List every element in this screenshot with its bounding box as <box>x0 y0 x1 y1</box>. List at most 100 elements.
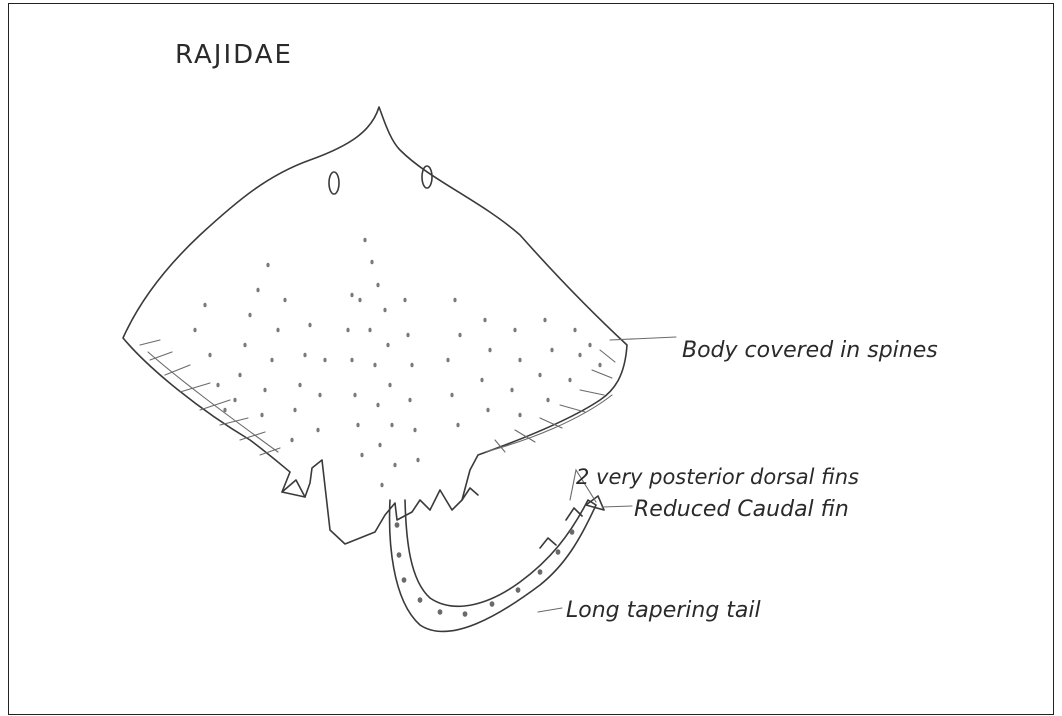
tail-spine-dot <box>402 577 407 583</box>
tail-spine-dot <box>490 601 495 607</box>
spine-dot <box>588 343 591 348</box>
spine-dot <box>373 363 376 368</box>
spine-dot <box>243 343 246 348</box>
spine-dot <box>233 398 236 403</box>
spine-dot <box>248 313 251 318</box>
spine-dot <box>573 328 576 333</box>
spine-dot <box>290 438 293 443</box>
spine-dot <box>216 383 219 388</box>
spine-dot <box>203 303 206 308</box>
spine-dot <box>360 453 363 458</box>
spine-dot <box>368 328 371 333</box>
dorsal-fin-1 <box>540 538 556 548</box>
caudal-fin <box>586 496 604 510</box>
spine-dot <box>513 328 516 333</box>
spine-dot <box>303 353 306 358</box>
tail-spines <box>395 522 575 617</box>
spine-dot <box>208 353 211 358</box>
spine-dot <box>376 403 379 408</box>
spine-dot <box>298 383 301 388</box>
dorsal-fin-2 <box>566 508 582 520</box>
spine-dot <box>486 408 489 413</box>
spine-dot <box>408 398 411 403</box>
caudal-fin-leader <box>602 506 632 507</box>
spine-dot <box>376 283 379 288</box>
label-dorsal-fins: 2 very posterior dorsal fins <box>576 465 859 489</box>
tail-spine-dot <box>516 587 521 593</box>
spine-dot <box>403 298 406 303</box>
spine-dot <box>410 363 413 368</box>
spine-dot <box>518 358 521 363</box>
spine-dot <box>378 443 381 448</box>
spine-dot <box>316 428 319 433</box>
body-spines <box>193 238 601 488</box>
spine-dot <box>453 298 456 303</box>
spine-dot <box>223 408 226 413</box>
spine-dot <box>510 388 513 393</box>
spine-dot <box>350 358 353 363</box>
left-eye <box>329 172 339 194</box>
spine-dot <box>193 328 196 333</box>
spine-dot <box>456 423 459 428</box>
spine-dot <box>238 373 241 378</box>
spine-dot <box>353 393 356 398</box>
spine-dot <box>318 393 321 398</box>
label-tail: Long tapering tail <box>566 598 761 623</box>
spine-dot <box>543 318 546 323</box>
spine-dot <box>358 298 361 303</box>
spine-dot <box>260 413 263 418</box>
fin-rays <box>140 340 615 455</box>
spine-dot <box>598 363 601 368</box>
label-body-spines: Body covered in spines <box>682 338 938 363</box>
spine-dot <box>546 398 549 403</box>
spine-dot <box>550 348 553 353</box>
spine-dot <box>578 353 581 358</box>
spine-dot <box>416 458 419 463</box>
spine-dot <box>346 328 349 333</box>
spine-dot <box>266 263 269 268</box>
right-eye <box>422 166 432 188</box>
tail-spine-dot <box>538 569 543 575</box>
spine-dot <box>276 328 279 333</box>
tail-spine-dot <box>463 611 468 617</box>
spine-dot <box>283 298 286 303</box>
spine-dot <box>380 483 383 488</box>
tail-leader <box>538 608 562 612</box>
spine-dot <box>270 358 273 363</box>
spine-dot <box>383 308 386 313</box>
spine-dot <box>413 428 416 433</box>
spine-dot <box>393 463 396 468</box>
tail-spine-dot <box>438 609 443 615</box>
tail-spine-dot <box>395 522 400 528</box>
spine-dot <box>483 318 486 323</box>
spine-dot <box>386 343 389 348</box>
spine-dot <box>538 373 541 378</box>
spine-dot <box>518 413 521 418</box>
spine-dot <box>388 383 391 388</box>
spine-dot <box>568 378 571 383</box>
spine-dot <box>390 423 393 428</box>
spine-dot <box>370 260 373 265</box>
diagram-title: RAJIDAE <box>175 40 293 70</box>
tail-spine-dot <box>397 552 402 558</box>
spine-dot <box>406 333 409 338</box>
tail-spine-dot <box>570 529 575 535</box>
spine-dot <box>480 378 483 383</box>
tail-spine-dot <box>418 597 423 603</box>
spine-dot <box>263 388 266 393</box>
spine-dot <box>350 293 353 298</box>
spine-dot <box>356 423 359 428</box>
spine-dot <box>363 238 366 243</box>
label-caudal-fin: Reduced Caudal fin <box>634 497 849 522</box>
spine-dot <box>450 393 453 398</box>
spine-dot <box>256 288 259 293</box>
spine-dot <box>308 323 311 328</box>
spine-dot <box>488 348 491 353</box>
body-outline <box>123 107 627 544</box>
spine-dot <box>458 333 461 338</box>
tail-spine-dot <box>556 549 561 555</box>
spine-dot <box>446 358 449 363</box>
spine-dot <box>293 408 296 413</box>
spine-dot <box>323 358 326 363</box>
